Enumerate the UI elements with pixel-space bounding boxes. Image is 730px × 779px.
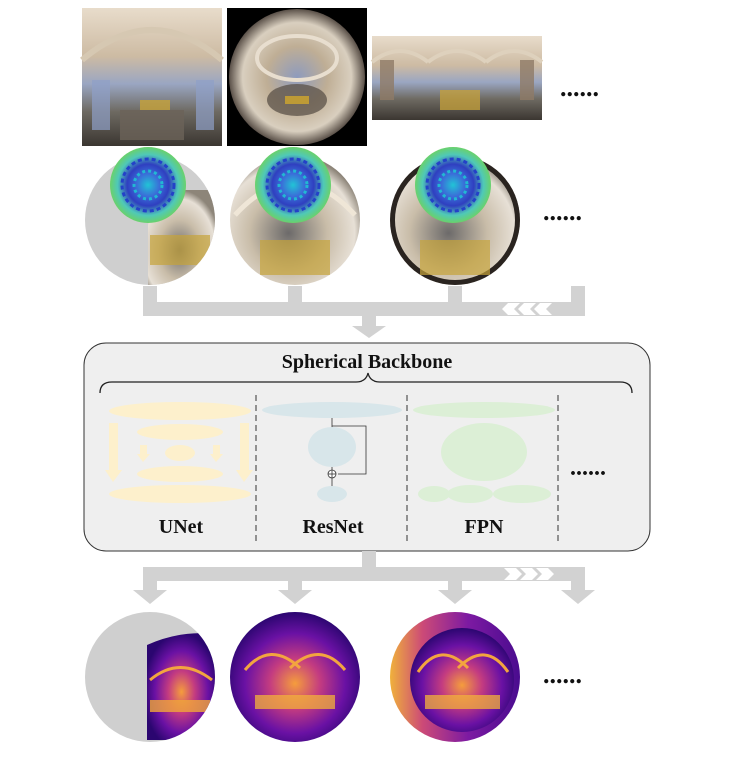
output-sphere-right [390, 612, 520, 742]
curly-brace [99, 372, 633, 394]
output-ellipsis: ...... [543, 660, 582, 689]
backbone-ellipsis: ...... [570, 455, 606, 481]
equirectangular-image [370, 36, 544, 120]
sphere-partial [85, 147, 215, 285]
heatmap-patch [255, 147, 331, 223]
chevron-icon [504, 568, 554, 580]
heatmap-patch [415, 147, 491, 223]
fisheye-image [227, 8, 367, 146]
input-ellipsis: ...... [560, 73, 599, 102]
output-row: ...... [85, 612, 582, 742]
output-sphere-middle [230, 612, 360, 742]
output-split-arrows [133, 551, 595, 604]
perspective-image [80, 8, 224, 146]
sphere-middle [230, 147, 360, 285]
fpn-label: FPN [465, 516, 504, 538]
sphere-row: ...... [85, 147, 582, 285]
sphere-right [390, 147, 520, 285]
backbone-panel: Spherical Backbone UNet [83, 342, 651, 552]
sphere-ellipsis: ...... [543, 197, 582, 226]
chevron-icon [502, 303, 552, 315]
unet-label: UNet [159, 516, 204, 538]
arrow-down-icon [105, 423, 253, 482]
resnet-label: ResNet [302, 516, 363, 538]
unet-block [105, 402, 253, 503]
input-merge-arrows [143, 286, 585, 338]
backbone-title: Spherical Backbone [282, 351, 453, 373]
resnet-block [262, 402, 402, 502]
fpn-block [413, 402, 555, 503]
output-sphere-partial [85, 612, 215, 742]
heatmap-patch [110, 147, 186, 223]
input-image-row: ...... [80, 8, 599, 146]
